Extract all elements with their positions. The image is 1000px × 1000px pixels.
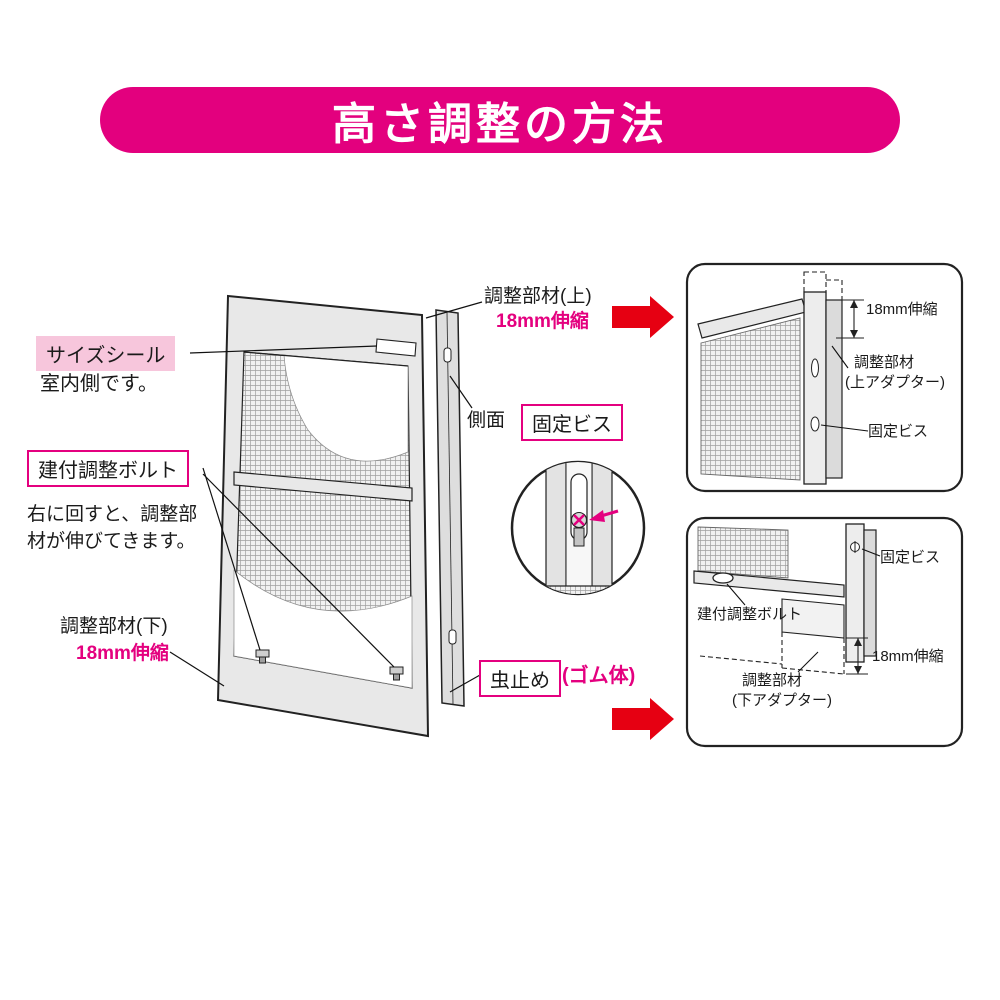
adjust-bolt-left (255, 649, 270, 664)
adjust-bolt-right (389, 666, 404, 681)
bottom-panel-member-line2: (下アダプター) (732, 692, 832, 709)
adjust-bolt-tag: 建付調整ボルト (27, 450, 189, 487)
bottom-panel-member-line1: 調整部材 (742, 672, 803, 689)
bottom-panel-screw-label: 固定ビス (880, 549, 941, 566)
insect-stop-note: (ゴム体) (562, 665, 636, 687)
lower-member-dim: 18mm伸縮 (76, 643, 169, 664)
screen-door-drawing (216, 294, 430, 738)
magenta-pointer-arrow (589, 509, 619, 522)
top-detail-panel (685, 262, 964, 493)
red-arrow-bottom (612, 698, 674, 740)
fixing-screw-tag: 固定ビス (521, 404, 623, 441)
insect-stop-tag: 虫止め (479, 660, 561, 697)
bottom-panel-dim: 18mm伸縮 (872, 648, 944, 665)
leader-lines (169, 301, 483, 693)
upper-member-dim: 18mm伸縮 (496, 311, 589, 332)
top-panel-member-line2: (上アダプター) (845, 374, 945, 391)
page-title: 高さ調整の方法 (332, 100, 668, 149)
top-panel-member-line1: 調整部材 (854, 354, 915, 371)
top-panel-screw-label: 固定ビス (868, 423, 929, 440)
size-seal-tag: サイズシール (36, 336, 176, 371)
size-seal-sticker (375, 338, 417, 357)
fixing-screw-detail-circle (510, 460, 646, 596)
side-face-label: 側面 (467, 410, 506, 431)
side-channel-drawing (435, 309, 465, 707)
size-seal-note: 室内側です。 (40, 373, 158, 395)
upper-member-label: 調整部材(上) (484, 286, 592, 307)
red-arrow-top (612, 296, 674, 338)
fixing-screw-hole (810, 416, 820, 432)
lower-member-label: 調整部材(下) (60, 616, 168, 637)
title-banner: 高さ調整の方法 (100, 87, 900, 153)
adjust-bolt-head (712, 572, 734, 584)
adjust-bolt-note-line2: 材が伸びてきます。 (27, 531, 196, 552)
adjust-bolt-note-line1: 右に回すと、調整部 (27, 504, 198, 525)
top-panel-dim: 18mm伸縮 (866, 301, 938, 318)
bottom-panel-bolt-label: 建付調整ボルト (697, 606, 803, 623)
middle-rail (233, 471, 413, 502)
bottom-detail-panel (685, 516, 964, 748)
